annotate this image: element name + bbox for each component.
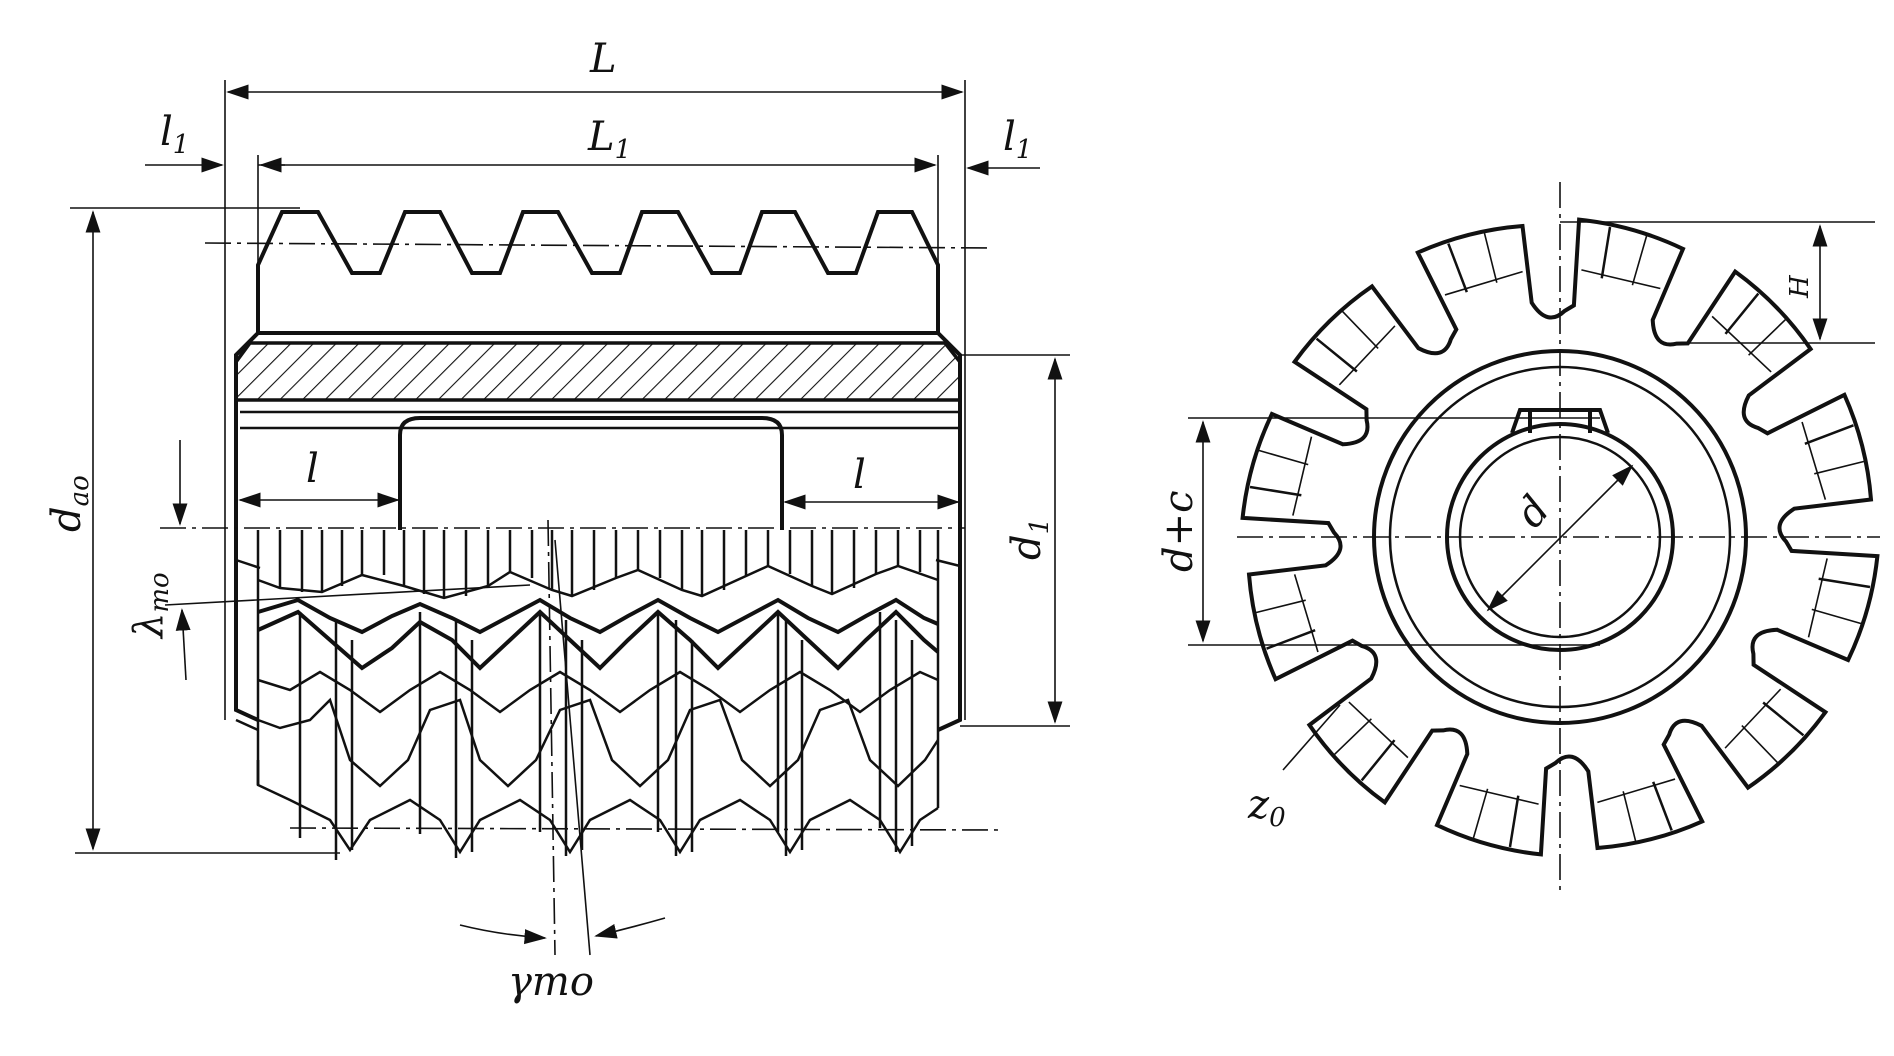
tooth-face-line — [1741, 725, 1779, 764]
rake-axis — [547, 519, 556, 956]
tooth-face-line — [1818, 577, 1871, 589]
tooth-face-line — [1258, 449, 1309, 466]
teeth-lower-rows — [235, 580, 940, 860]
tooth-face-line — [1631, 235, 1648, 286]
keyway-window — [398, 416, 784, 530]
dim-d — [1486, 464, 1634, 612]
dim-lambda-bottom — [175, 608, 191, 681]
tooth-face-line — [1341, 310, 1379, 349]
tooth-land-line — [1338, 325, 1396, 386]
label-l-right: l — [853, 452, 866, 498]
tooth-land-line — [1348, 701, 1409, 759]
thread-axis-line — [204, 242, 991, 249]
rake-angle-line — [554, 539, 591, 956]
label-gamma-mo: γmo — [508, 959, 594, 1005]
tooth-face-line — [1811, 608, 1862, 625]
tooth-face-line — [1762, 701, 1805, 737]
teeth-upper-row — [235, 530, 961, 600]
label-z0: z0 — [1247, 782, 1286, 833]
tooth-land-line — [1711, 315, 1772, 373]
label-d-plus-c: d+c — [1156, 490, 1202, 572]
label-l1-left: l1 — [160, 109, 189, 160]
end-view — [1188, 182, 1880, 890]
tooth-land-line — [1581, 269, 1661, 290]
dim-gamma-right — [594, 917, 666, 939]
dim-gamma-left — [459, 924, 547, 945]
teeth-middle-row — [257, 597, 940, 671]
tooth-face-line — [1814, 460, 1865, 475]
label-l1-right: l1 — [1003, 114, 1032, 165]
tooth-face-line — [1508, 795, 1520, 848]
hatched-section — [234, 341, 962, 402]
tooth-land-line — [1293, 574, 1319, 653]
tooth-face-line — [1360, 739, 1396, 782]
tooth-ring-outline — [1240, 217, 1880, 857]
tooth-face-line — [1333, 718, 1372, 756]
tooth-land-line — [1444, 270, 1523, 296]
tooth-face-line — [1447, 243, 1468, 293]
label-L: L — [589, 36, 617, 82]
tooth-land-line — [1597, 778, 1676, 804]
tooth-face-line — [1622, 791, 1637, 842]
z0-leader — [1282, 704, 1341, 771]
tooth-face-line — [1255, 599, 1306, 614]
tooth-face-line — [1472, 788, 1489, 839]
tooth-face-line — [1600, 226, 1612, 279]
label-lambda-mo: λmo — [126, 572, 175, 640]
tooth-land-line — [1292, 436, 1313, 516]
tooth-land-line — [1807, 558, 1828, 638]
label-d1: d1 — [1004, 518, 1055, 560]
tooth-face-line — [1266, 629, 1316, 650]
tooth-land-line — [1801, 421, 1827, 500]
label-dao: dao — [44, 475, 95, 532]
tooth-land-line — [1459, 784, 1539, 805]
thread-profile-top — [256, 210, 940, 333]
tooth-face-line — [1724, 292, 1760, 335]
tooth-face-line — [1315, 337, 1358, 373]
tooth-face-line — [1483, 232, 1498, 283]
tooth-face-line — [1652, 781, 1673, 831]
tooth-face-line — [1748, 318, 1787, 356]
label-d: d — [1507, 487, 1559, 536]
label-L1: L1 — [587, 114, 631, 165]
tooth-face-line — [1249, 485, 1302, 497]
tooth-face-line — [1804, 424, 1854, 445]
tooth-land-line — [1724, 688, 1782, 749]
label-l-left: l — [306, 446, 319, 492]
side-view — [70, 80, 1070, 956]
bottom-reference-line — [289, 827, 1001, 831]
label-H: H — [1785, 274, 1815, 299]
